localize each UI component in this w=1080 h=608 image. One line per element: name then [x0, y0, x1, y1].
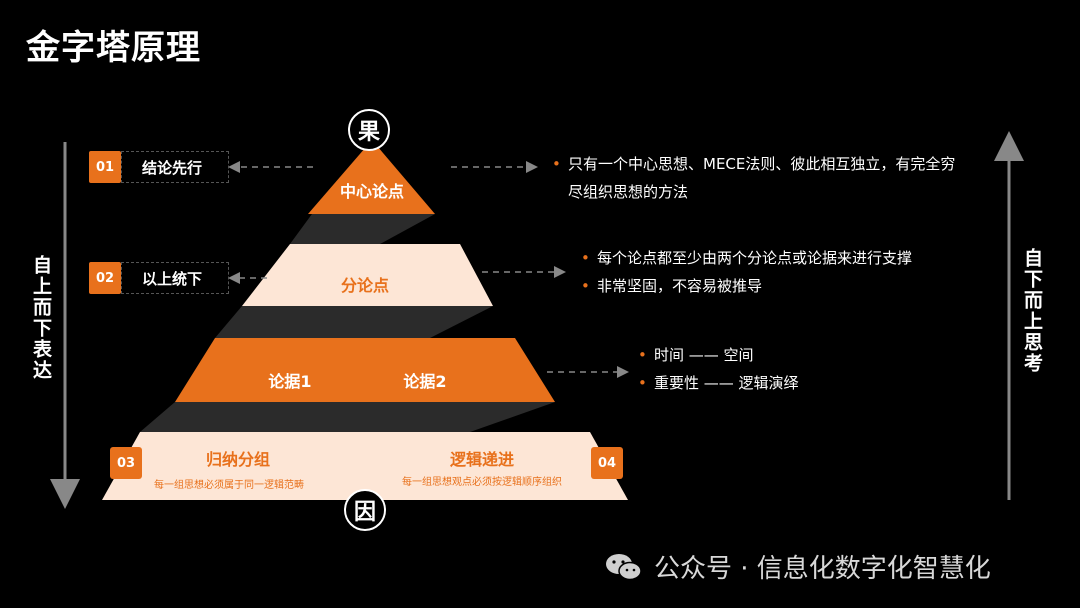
principle-03-badge: 03	[110, 447, 142, 479]
principle-02-label: 以上统下	[121, 262, 229, 294]
right-axis-label: 自下而上思考	[1021, 248, 1043, 374]
connector-band-1	[290, 214, 435, 244]
principle-04-badge: 04	[591, 447, 623, 479]
principle-01-label: 结论先行	[121, 151, 229, 183]
bottom-cause-symbol: 因	[344, 489, 386, 531]
tier-1-label: 中心论点	[339, 182, 404, 201]
tier-2-label: 分论点	[340, 276, 389, 295]
tier-3-left-label: 论据1	[268, 372, 312, 391]
tier-2-notes: 每个论点都至少由两个分论点或论据来进行支撑 非常坚固，不容易被推导	[581, 244, 951, 300]
base-right-sub: 每一组思想观点必须按逻辑顺序组织	[402, 477, 562, 488]
base-left-title: 归纳分组	[206, 450, 271, 469]
page-title: 金字塔原理	[26, 28, 201, 68]
connector-band-2	[215, 306, 493, 338]
note-item: 重要性 —— 逻辑演绎	[638, 369, 878, 397]
wechat-icon	[606, 553, 642, 580]
principle-02-badge: 02	[89, 262, 121, 294]
base-left-sub: 每一组思想必须属于同一逻辑范畴	[154, 480, 304, 491]
tier-3-shape	[175, 338, 555, 402]
tier-3-right-label: 论据2	[403, 372, 447, 391]
note-item: 非常坚固，不容易被推导	[581, 272, 951, 300]
tier-1-shape	[308, 140, 435, 214]
connector-band-3	[140, 402, 555, 432]
note-item: 时间 —— 空间	[638, 341, 878, 369]
base-right-title: 逻辑递进	[450, 450, 515, 469]
tier-3-notes: 时间 —— 空间 重要性 —— 逻辑演绎	[638, 341, 878, 397]
tier-1-notes: 只有一个中心思想、MECE法则、彼此相互独立，有完全穷尽组织思想的方法	[552, 150, 957, 206]
watermark: 公众号 · 信息化数字化智慧化	[604, 548, 991, 585]
top-result-symbol: 果	[348, 109, 390, 151]
principle-01-badge: 01	[89, 151, 121, 183]
note-item: 只有一个中心思想、MECE法则、彼此相互独立，有完全穷尽组织思想的方法	[552, 150, 957, 206]
tier-base-shape	[102, 432, 628, 500]
left-axis-label: 自上而下表达	[30, 255, 52, 381]
watermark-text: 公众号 · 信息化数字化智慧化	[654, 554, 991, 584]
tier-2-shape	[242, 244, 493, 306]
note-item: 每个论点都至少由两个分论点或论据来进行支撑	[581, 244, 951, 272]
